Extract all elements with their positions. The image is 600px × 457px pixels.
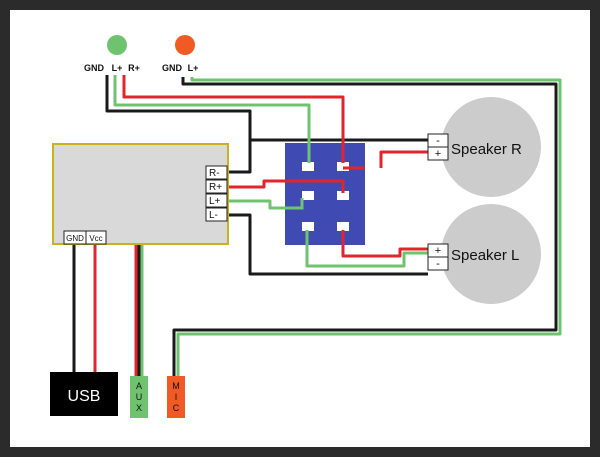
speaker-l-terminal-minus xyxy=(427,256,449,271)
aux-label-char-2: U xyxy=(136,392,143,402)
aux-label-char-3: X xyxy=(136,403,142,413)
green-jack-right-label: R+ xyxy=(128,63,140,73)
speaker-l-terminals: + - xyxy=(427,243,449,271)
mic-label-char-2: I xyxy=(175,392,178,402)
mic-label-char-1: M xyxy=(172,381,180,391)
amplifier-power-terminals: GND Vcc xyxy=(63,230,107,245)
speaker-r-terminal-plus xyxy=(427,146,449,161)
amplifier-board xyxy=(52,143,229,245)
switch-contact-bottom-right xyxy=(337,222,349,231)
orange-jack-gnd-label: GND xyxy=(162,63,183,73)
speaker-l-label: Speaker L xyxy=(451,247,519,264)
wire-jack-left-green xyxy=(113,75,311,163)
orange-audio-jack xyxy=(175,35,195,55)
wire-jack-right-red xyxy=(122,75,345,163)
green-jack-left-label: L+ xyxy=(112,63,123,73)
speaker-r-terminals: - + xyxy=(427,133,449,161)
amp-terminal-r-minus xyxy=(205,165,228,180)
green-jack-pin-labels: GND L+ R+ xyxy=(84,63,140,73)
switch-contact-top-left xyxy=(302,162,314,171)
switch-wire-ends xyxy=(285,143,365,245)
switch-contact-bottom-left xyxy=(302,222,314,231)
amp-label-r-minus: R- xyxy=(209,168,220,179)
wire-mic-gnd-black xyxy=(172,77,558,376)
aux-label-char-1: A xyxy=(136,381,142,391)
speaker-l-minus-label: - xyxy=(436,258,440,270)
amp-label-vcc: Vcc xyxy=(89,234,102,243)
mic-label: M I C xyxy=(172,381,180,413)
amp-label-gnd: GND xyxy=(66,234,84,243)
wire-switch-to-speaker-l-plus-red xyxy=(341,230,428,258)
amp-terminal-r-plus xyxy=(205,179,228,194)
orange-jack-pin-labels: GND L+ xyxy=(162,63,198,73)
speaker-r-minus-label: - xyxy=(436,135,440,147)
amp-label-r-plus: R+ xyxy=(209,182,222,193)
speaker-r xyxy=(441,97,541,197)
speaker-l xyxy=(441,204,541,304)
wire-amp-lminus-black xyxy=(227,213,428,276)
amp-terminal-l-plus xyxy=(205,193,228,208)
speaker-r-label: Speaker R xyxy=(451,141,522,158)
amplifier-output-terminals: R- R+ L+ L- xyxy=(205,165,228,222)
wire-switch-to-speaker-r-plus-red xyxy=(379,150,428,168)
wire-jack-gnd-black xyxy=(105,75,252,174)
speaker-l-plus-label: + xyxy=(435,245,441,257)
aux-connector xyxy=(130,376,148,418)
mic-label-char-3: C xyxy=(173,403,180,413)
amp-terminal-l-minus xyxy=(205,207,228,222)
wire-mic-left-green xyxy=(176,77,562,376)
switch-block xyxy=(285,143,365,245)
usb-label: USB xyxy=(68,388,101,405)
green-jack-gnd-label: GND xyxy=(84,63,105,73)
amp-label-l-plus: L+ xyxy=(209,196,221,207)
wires xyxy=(72,75,562,376)
orange-jack-left-label: L+ xyxy=(188,63,199,73)
speaker-r-plus-label: + xyxy=(435,148,441,160)
mic-connector xyxy=(167,376,185,418)
wire-switch-to-speaker-l-plus-green xyxy=(305,230,428,268)
switch-wire-end-red-mid xyxy=(285,179,345,193)
amp-terminal-vcc xyxy=(85,230,107,245)
green-audio-jack xyxy=(107,35,127,55)
amp-label-l-minus: L- xyxy=(209,210,218,221)
usb-connector xyxy=(50,372,118,416)
switch-contact-mid-left xyxy=(302,191,314,200)
switch-contact-mid-right xyxy=(337,191,349,200)
switch-wire-end-green-mid xyxy=(285,198,304,210)
aux-label: A U X xyxy=(136,381,143,413)
